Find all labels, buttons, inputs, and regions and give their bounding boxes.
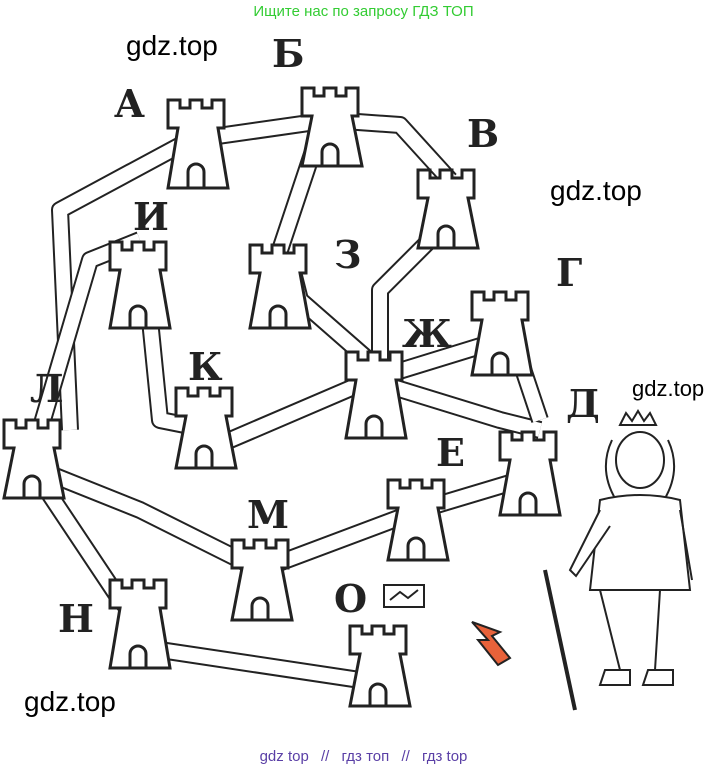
label-zh: Ж (402, 311, 452, 356)
tower-b (300, 86, 364, 168)
watermark-3: gdz.top (632, 376, 705, 401)
label-k: К (188, 344, 223, 389)
watermark-2: gdz.top (550, 175, 642, 206)
label-d: Д (566, 381, 600, 426)
tower-e (386, 478, 450, 562)
flag-icon (383, 584, 425, 608)
tower-v (416, 168, 480, 250)
tower-n (108, 578, 172, 670)
label-l: Л (30, 366, 64, 411)
label-z: З (334, 232, 361, 277)
bottom-banner-c: гдз top (421, 748, 468, 765)
watermark-1: gdz.top (126, 30, 218, 61)
tower-m (230, 538, 294, 622)
bottom-banner-b: гдз топ (341, 748, 390, 765)
tower-k (174, 386, 238, 470)
watermark-4: gdz.top (24, 686, 116, 717)
bottom-banner-sep2: // (401, 748, 410, 765)
arrow-icon (471, 621, 512, 667)
bottom-banner-a: gdz top (259, 748, 309, 765)
tower-l (2, 418, 66, 500)
label-m: М (247, 492, 289, 537)
tower-g (470, 290, 534, 377)
towers (2, 86, 562, 708)
tower-z (248, 243, 312, 330)
tower-o (348, 624, 412, 708)
top-banner: Ищите нас по запросу ГДЗ ТОП (253, 3, 474, 20)
label-a: А (114, 81, 145, 126)
tower-a (166, 98, 230, 190)
bottom-banner: gdz top // гдз топ // гдз top (0, 748, 727, 772)
label-v: В (467, 111, 499, 156)
label-n: Н (58, 596, 94, 641)
label-o: О (334, 576, 367, 621)
tower-d (498, 430, 562, 517)
bottom-banner-sep1: // (320, 748, 330, 765)
label-b: Б (272, 31, 304, 76)
tower-i (108, 240, 172, 330)
label-g: Г (556, 250, 582, 295)
tower-zh (344, 350, 408, 440)
king-figure (543, 409, 693, 711)
label-e: Е (436, 430, 465, 475)
label-i: И (133, 194, 169, 239)
letter-labels: А Б В И З Г Ж К Л Д Е М Н О (30, 31, 600, 641)
